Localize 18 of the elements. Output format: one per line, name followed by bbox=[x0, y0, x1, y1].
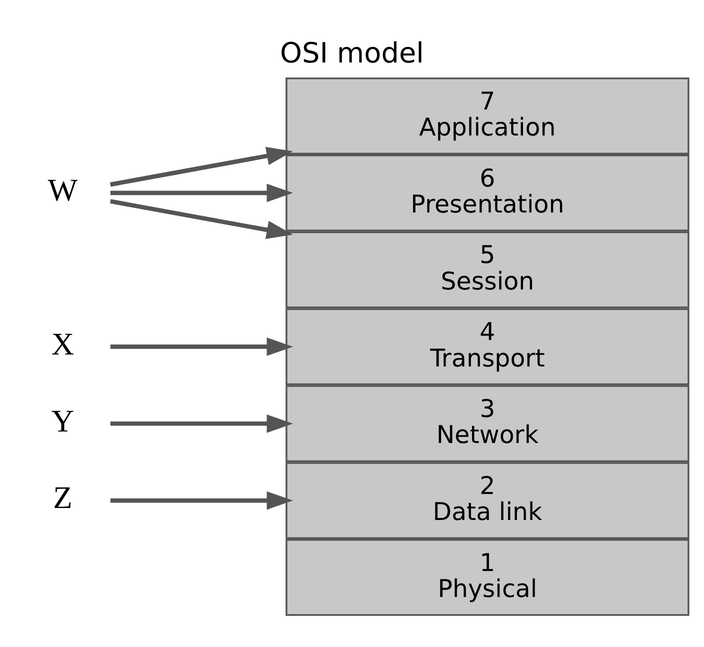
node-box: 6 Presentation bbox=[286, 154, 690, 231]
arrow bbox=[110, 490, 294, 510]
node-box: 2 Data link bbox=[286, 462, 690, 538]
arrow bbox=[110, 414, 294, 432]
node-text: Z bbox=[53, 480, 72, 515]
arrow bbox=[110, 198, 293, 238]
node-text: W bbox=[48, 172, 78, 208]
node-box: 7 Application bbox=[286, 77, 690, 154]
node-box: 1 Physical bbox=[286, 538, 690, 616]
arrow bbox=[110, 337, 294, 356]
arrow bbox=[110, 146, 293, 186]
diagram-title: OSI model bbox=[280, 36, 424, 69]
node-box: 3 Network bbox=[286, 384, 690, 462]
arrow bbox=[110, 183, 294, 202]
node-box: 4 Transport bbox=[286, 308, 690, 385]
node-text: X bbox=[51, 326, 74, 361]
node-text: Y bbox=[51, 402, 74, 438]
node-box: 5 Session bbox=[286, 230, 690, 308]
